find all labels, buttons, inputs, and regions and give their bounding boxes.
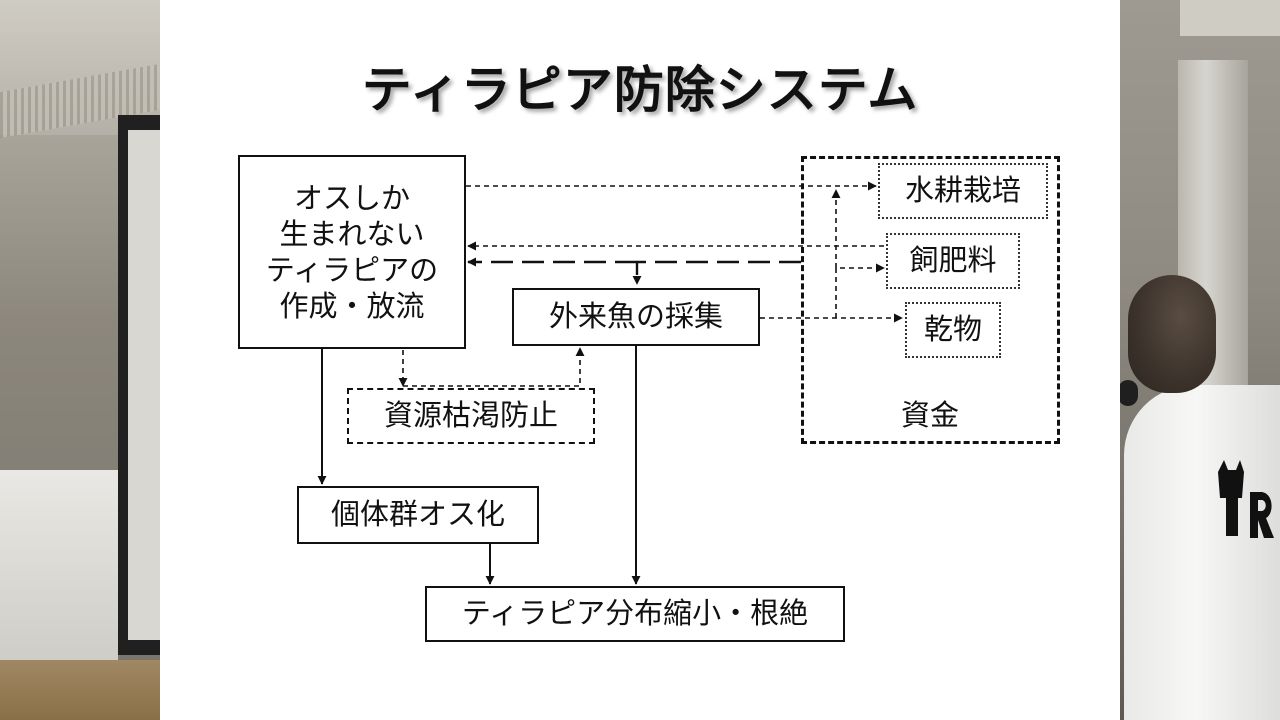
room-floor xyxy=(0,660,160,720)
presenter-shirt xyxy=(1124,385,1280,720)
node-male-only-line1: オスしか xyxy=(293,181,410,216)
shirt-print-cat-icon xyxy=(1218,460,1274,538)
node-hydroponics: 水耕栽培 xyxy=(878,163,1048,219)
background-room-left xyxy=(0,0,160,720)
microphone-icon xyxy=(1118,380,1138,406)
node-male-only-line4: 作成・放流 xyxy=(279,288,425,323)
presenter-head xyxy=(1128,275,1216,393)
node-eradication: ティラピア分布縮小・根絶 xyxy=(425,586,845,642)
node-dried-goods: 乾物 xyxy=(905,302,1001,358)
arrow-alien-fish-to-male xyxy=(632,260,801,285)
slide-title: ティラピア防除システム xyxy=(361,61,919,119)
node-alien-fish-collection: 外来魚の採集 xyxy=(512,288,760,346)
node-resource-protection: 資源枯渇防止 xyxy=(347,388,595,444)
room-whiteboard xyxy=(0,470,118,660)
funds-group-box xyxy=(801,156,1060,444)
node-male-only-line2: 生まれない xyxy=(279,217,425,252)
diagram-connectors xyxy=(317,181,903,585)
funds-label: 資金 xyxy=(900,398,959,432)
node-male-only-tilapia: オスしか 生まれない ティラピアの 作成・放流 xyxy=(238,155,466,349)
node-feed-fertilizer: 飼肥料 xyxy=(886,233,1020,289)
arrow-resource-to-alien-fish xyxy=(403,347,585,387)
room-ceiling-beam xyxy=(1180,0,1280,36)
presentation-slide: ティラピア防除システム 資金 オスしか 生まれない ティラピアの 作成・放流 外… xyxy=(160,0,1120,720)
node-male-only-line3: ティラピアの xyxy=(265,253,439,287)
node-population-male: 個体群オス化 xyxy=(297,486,539,544)
room-screen xyxy=(128,130,160,640)
